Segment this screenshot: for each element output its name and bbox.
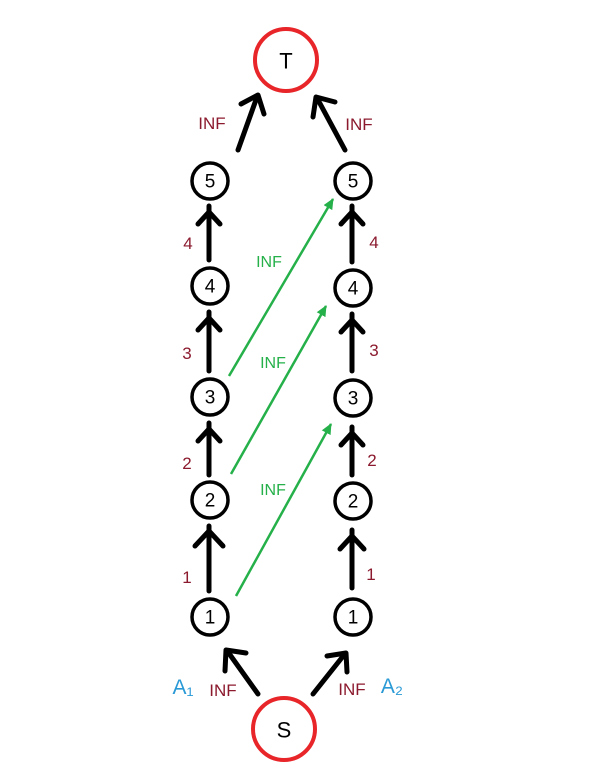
cap-a1-sink: INF bbox=[198, 114, 225, 133]
arrowhead-a2-2-3 bbox=[338, 430, 366, 448]
cross-label-a1-1: INF bbox=[260, 482, 286, 499]
arrowhead-a1-2-3 bbox=[195, 426, 223, 444]
node-a1-1-label: 1 bbox=[205, 608, 216, 629]
arrowhead-a1-4-5 bbox=[195, 209, 223, 227]
chain-a1-name: A₁ bbox=[172, 676, 193, 699]
node-a2-4-label: 4 bbox=[348, 279, 359, 300]
node-a2-5: 5 bbox=[333, 161, 373, 201]
arrowhead-a2-1-2 bbox=[337, 533, 367, 552]
arrowhead-a2-5-t bbox=[310, 94, 338, 120]
cross-label-a1-3: INF bbox=[256, 254, 282, 271]
sink-node: T bbox=[253, 27, 319, 93]
cap-a2-4-5: 4 bbox=[369, 233, 378, 252]
edge-s-a2-1 bbox=[310, 652, 347, 697]
sink-label: T bbox=[279, 49, 292, 74]
cap-a2-source: INF bbox=[338, 680, 365, 699]
arrowhead-a2-3-4 bbox=[338, 317, 366, 335]
cap-a1-4-5: 4 bbox=[183, 234, 192, 253]
arrowhead-a1-3-4 bbox=[195, 315, 223, 333]
node-a1-3: 3 bbox=[190, 377, 230, 417]
cross-edge-a1-2-to-a2-4 bbox=[229, 305, 328, 475]
source-edges bbox=[222, 647, 350, 697]
cross-label-a1-2: INF bbox=[260, 355, 286, 372]
node-a1-5: 5 bbox=[190, 161, 230, 201]
node-a1-5-label: 5 bbox=[205, 172, 216, 193]
cap-a2-2-3: 2 bbox=[367, 451, 376, 470]
source-node: S bbox=[251, 696, 317, 762]
chain-names: A₁ A₂ bbox=[172, 675, 403, 699]
chain-a1-capacity-labels: 1 2 3 4 INF INF bbox=[182, 114, 236, 700]
chain-a2-edges bbox=[337, 203, 367, 591]
cap-a2-3-4: 3 bbox=[369, 341, 378, 360]
cap-a2-1-2: 1 bbox=[366, 565, 375, 584]
node-a1-1: 1 bbox=[190, 597, 230, 637]
node-a2-1-label: 1 bbox=[348, 608, 359, 629]
node-a1-4: 4 bbox=[190, 266, 230, 306]
node-a2-2-label: 2 bbox=[348, 492, 359, 513]
node-a2-2: 2 bbox=[333, 481, 373, 521]
node-a2-3: 3 bbox=[333, 378, 373, 418]
arrowhead-a2-4-5 bbox=[338, 209, 366, 227]
node-a1-2: 2 bbox=[190, 480, 230, 520]
cross-edge-a1-1-to-a2-3 bbox=[234, 423, 333, 597]
chain-a2-nodes: 5 4 3 2 1 bbox=[333, 161, 373, 637]
node-a1-3-label: 3 bbox=[205, 388, 216, 409]
cross-edges bbox=[227, 198, 335, 597]
edge-a2-5-t bbox=[314, 95, 348, 153]
cap-a1-2-3: 2 bbox=[182, 454, 191, 473]
node-a2-4: 4 bbox=[333, 268, 373, 308]
chain-a1-nodes: 5 4 3 2 1 bbox=[190, 161, 230, 637]
cross-edge-a1-3-to-a2-5 bbox=[227, 198, 335, 377]
cap-a2-sink: INF bbox=[345, 115, 372, 134]
edge-s-a1-1 bbox=[225, 649, 261, 697]
source-label: S bbox=[277, 718, 292, 743]
node-a2-1: 1 bbox=[333, 597, 373, 637]
chain-a1-edges bbox=[192, 203, 226, 594]
chain-a2-name: A₂ bbox=[381, 675, 403, 698]
sink-edges bbox=[235, 92, 348, 153]
node-a1-2-label: 2 bbox=[205, 491, 216, 512]
chain-a2-capacity-labels: 1 2 3 4 INF INF bbox=[338, 115, 378, 699]
arrowhead-a1-5-t bbox=[238, 92, 267, 117]
cap-a1-source: INF bbox=[209, 681, 236, 700]
node-a2-5-label: 5 bbox=[348, 172, 359, 193]
node-a1-4-label: 4 bbox=[205, 277, 216, 298]
arrowhead-a1-1-2 bbox=[192, 528, 226, 549]
arrowhead-s-a2-1 bbox=[324, 650, 350, 675]
cap-a1-1-2: 1 bbox=[182, 568, 191, 587]
edge-a1-5-t bbox=[235, 94, 260, 153]
cross-edge-labels: INF INF INF bbox=[256, 254, 286, 499]
node-a2-3-label: 3 bbox=[348, 389, 359, 410]
cap-a1-3-4: 3 bbox=[182, 344, 191, 363]
arrowhead-s-a1-1 bbox=[222, 647, 249, 674]
